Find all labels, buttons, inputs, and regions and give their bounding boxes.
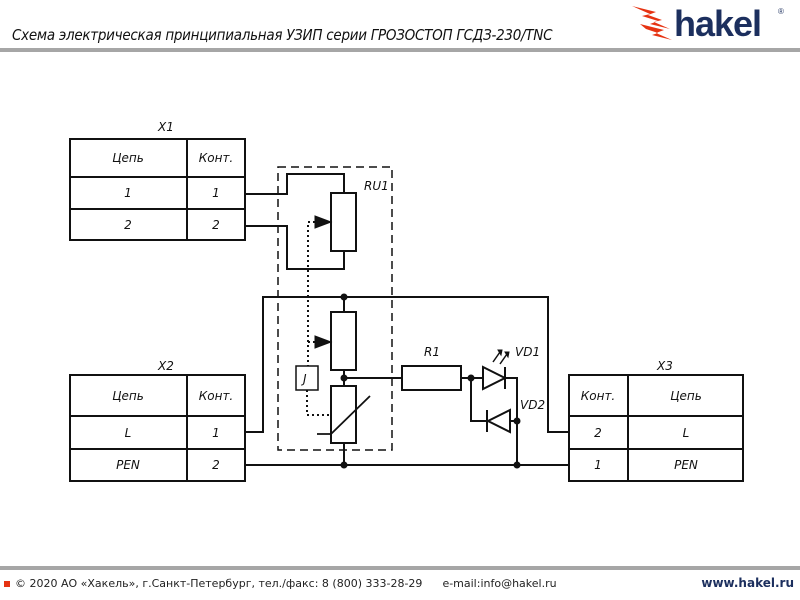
lightning-icon (632, 6, 672, 40)
x1-col-circuit: Цепь (112, 151, 144, 165)
vd1-label: VD1 (515, 345, 540, 359)
footer-divider (0, 566, 800, 570)
x3-col-contact: Конт. (581, 389, 616, 403)
device-enclosure (277, 166, 393, 451)
connector-x2-table (69, 374, 246, 482)
x1-row2-circuit: 2 (124, 218, 132, 232)
x1-row1-circuit: 1 (124, 186, 132, 200)
vd2-label: VD2 (520, 398, 545, 412)
resistor-element (330, 311, 357, 371)
ru1-arrow-icon (314, 215, 333, 229)
x1-row2-contact: 2 (212, 218, 220, 232)
x2-col-contact: Конт. (199, 389, 234, 403)
page-title: Схема электрическая принципиальная УЗИП … (12, 26, 553, 44)
vd2-diode-icon (485, 408, 511, 434)
x2-row1-contact: 1 (212, 426, 220, 440)
ru1-resistor (330, 192, 357, 252)
copyright-text: © 2020 АО «Хакель», г.Санкт-Петербург, т… (15, 577, 423, 590)
x2-row2-circuit: PEN (116, 458, 140, 472)
website-link[interactable]: www.hakel.ru (701, 576, 794, 590)
svg-text:®: ® (778, 7, 784, 16)
r1-resistor (401, 365, 462, 391)
r1-label: R1 (424, 345, 440, 359)
x1-label: X1 (157, 120, 174, 134)
svg-text:hakel: hakel (674, 3, 761, 44)
x2-col-circuit: Цепь (112, 389, 144, 403)
x3-row1-circuit: L (683, 426, 690, 440)
footer: © 2020 АО «Хакель», г.Санкт-Петербург, т… (4, 577, 557, 590)
x3-row2-circuit: PEN (674, 458, 698, 472)
x3-col-circuit: Цепь (670, 389, 702, 403)
resistor-arrow-icon (314, 335, 333, 349)
varistor (330, 385, 357, 444)
connector-x1-table (69, 138, 246, 241)
connector-x3-table (568, 374, 744, 482)
j-label: J (301, 372, 307, 386)
bullet-icon (4, 580, 10, 587)
hakel-logo: hakel ® (632, 3, 784, 44)
x3-row2-contact: 1 (594, 458, 602, 472)
x2-label: X2 (157, 359, 174, 373)
junction-dots (340, 293, 521, 469)
x2-row2-contact: 2 (212, 458, 220, 472)
x3-label: X3 (656, 359, 673, 373)
x1-row1-contact: 1 (212, 186, 220, 200)
ru1-label: RU1 (364, 179, 389, 193)
x2-row1-circuit: L (125, 426, 132, 440)
email-link[interactable]: e-mail:info@hakel.ru (442, 577, 557, 590)
mechanical-link (307, 221, 315, 366)
header-divider (0, 48, 800, 52)
x1-col-contact: Конт. (199, 151, 234, 165)
vd1-led-icon (482, 349, 510, 391)
x3-row1-contact: 2 (594, 426, 602, 440)
j-element (295, 365, 319, 391)
thermal-link (306, 390, 331, 416)
